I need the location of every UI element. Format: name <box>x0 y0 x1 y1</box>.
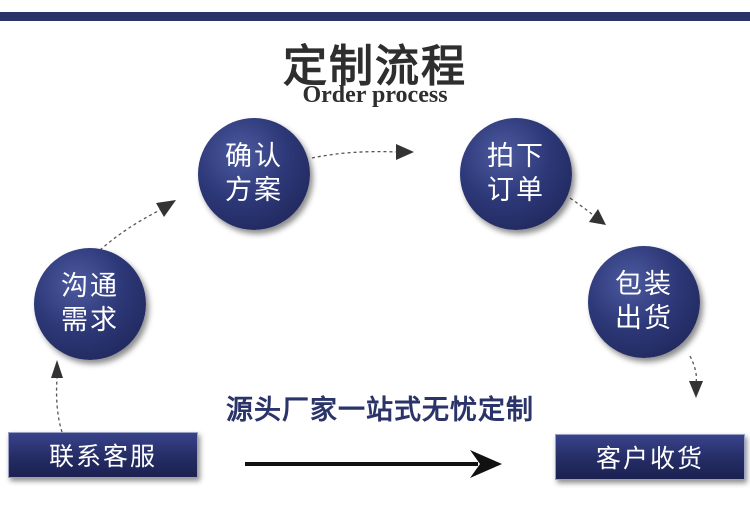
step-confirm-line1: 确认 <box>225 141 283 172</box>
step-communicate-circle: 沟通 需求 <box>34 248 146 360</box>
arrowhead-up <box>51 360 63 378</box>
step-communicate-line1: 沟通 <box>61 271 119 302</box>
connector-confirm-order <box>311 150 399 159</box>
step-receive-box: 客户收货 <box>555 434 745 480</box>
step-contact-label: 联系客服 <box>48 442 157 471</box>
slogan: 源头厂家一站式无忧定制 <box>226 395 534 426</box>
connector-order-package <box>569 197 595 217</box>
connector-communicate-confirm <box>99 209 161 251</box>
arrowhead-right <box>396 144 414 160</box>
step-order-line1: 拍下 <box>487 141 545 172</box>
step-receive-label: 客户收货 <box>595 444 704 473</box>
step-contact-box: 联系客服 <box>8 432 198 478</box>
page-title: 定制流程 <box>283 41 467 92</box>
step-package-circle: 包装 出货 <box>588 246 700 358</box>
connector-package-receive <box>689 355 698 384</box>
connector-contact-communicate <box>55 377 63 433</box>
arrowhead-down <box>689 381 703 398</box>
step-confirm-line2: 方案 <box>225 175 283 206</box>
step-communicate-line2: 需求 <box>61 305 119 336</box>
arrowhead-up-right <box>156 200 176 217</box>
long-arrow <box>245 450 502 478</box>
step-package-line2: 出货 <box>615 303 673 334</box>
arrowhead-down-right <box>589 209 606 225</box>
step-confirm-circle: 确认 方案 <box>198 118 310 230</box>
step-order-circle: 拍下 订单 <box>460 118 572 230</box>
step-package-line1: 包装 <box>615 269 673 300</box>
top-bar <box>0 12 750 21</box>
step-order-line2: 订单 <box>487 175 545 206</box>
page-subtitle: Order process <box>302 82 448 108</box>
